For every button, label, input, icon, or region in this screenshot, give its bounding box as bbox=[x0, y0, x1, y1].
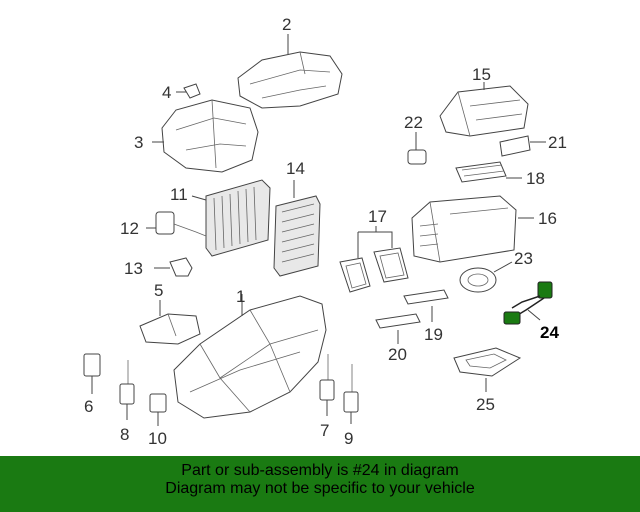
part-19: 19 bbox=[403, 289, 449, 344]
label-8: 8 bbox=[120, 425, 129, 444]
part-21: 21 bbox=[499, 133, 567, 157]
part-10: 10 bbox=[148, 393, 167, 448]
part-1: 1 bbox=[173, 287, 327, 419]
label-4: 4 bbox=[162, 83, 171, 102]
label-6: 6 bbox=[84, 397, 93, 416]
label-20: 20 bbox=[388, 345, 407, 364]
label-25: 25 bbox=[476, 395, 495, 414]
label-24: 24 bbox=[540, 323, 559, 342]
label-3: 3 bbox=[134, 133, 143, 152]
part-14: 14 bbox=[273, 159, 321, 277]
part-3: 3 bbox=[134, 99, 259, 173]
part-9: 9 bbox=[343, 364, 359, 448]
label-5: 5 bbox=[154, 281, 163, 300]
parts-diagram: 2 4 3 11 12 13 14 bbox=[83, 15, 567, 448]
label-10: 10 bbox=[148, 429, 167, 448]
part-12: 12 bbox=[120, 211, 207, 238]
part-15: 15 bbox=[439, 65, 529, 137]
part-7: 7 bbox=[319, 354, 335, 440]
info-banner: Part or sub-assembly is #24 in diagram D… bbox=[0, 456, 640, 512]
label-22: 22 bbox=[404, 113, 423, 132]
part-25: 25 bbox=[453, 347, 522, 414]
label-23: 23 bbox=[514, 249, 533, 268]
part-2: 2 bbox=[237, 15, 343, 109]
part-13: 13 bbox=[124, 257, 193, 278]
label-19: 19 bbox=[424, 325, 443, 344]
label-21: 21 bbox=[548, 133, 567, 152]
label-7: 7 bbox=[320, 421, 329, 440]
part-18: 18 bbox=[455, 161, 545, 188]
label-11: 11 bbox=[170, 185, 188, 204]
part-4: 4 bbox=[162, 83, 201, 102]
label-2: 2 bbox=[282, 15, 291, 34]
part-20: 20 bbox=[375, 313, 421, 364]
label-12: 12 bbox=[120, 219, 139, 238]
label-16: 16 bbox=[538, 209, 557, 228]
label-13: 13 bbox=[124, 259, 143, 278]
part-24: 24 bbox=[503, 281, 559, 342]
part-11: 11 bbox=[170, 179, 271, 257]
label-14: 14 bbox=[286, 159, 305, 178]
part-23: 23 bbox=[459, 249, 533, 293]
label-1: 1 bbox=[236, 287, 245, 306]
part-17: 17 bbox=[339, 207, 409, 293]
part-6: 6 bbox=[83, 353, 101, 416]
part-5: 5 bbox=[139, 281, 201, 345]
label-18: 18 bbox=[526, 169, 545, 188]
banner-line-2: Diagram may not be specific to your vehi… bbox=[165, 480, 475, 497]
part-22: 22 bbox=[404, 113, 427, 165]
banner-line-1: Part or sub-assembly is #24 in diagram bbox=[181, 462, 459, 479]
part-8: 8 bbox=[119, 360, 135, 444]
part-16: 16 bbox=[411, 195, 557, 263]
label-9: 9 bbox=[344, 429, 353, 448]
label-17: 17 bbox=[368, 207, 387, 226]
label-15: 15 bbox=[472, 65, 491, 84]
